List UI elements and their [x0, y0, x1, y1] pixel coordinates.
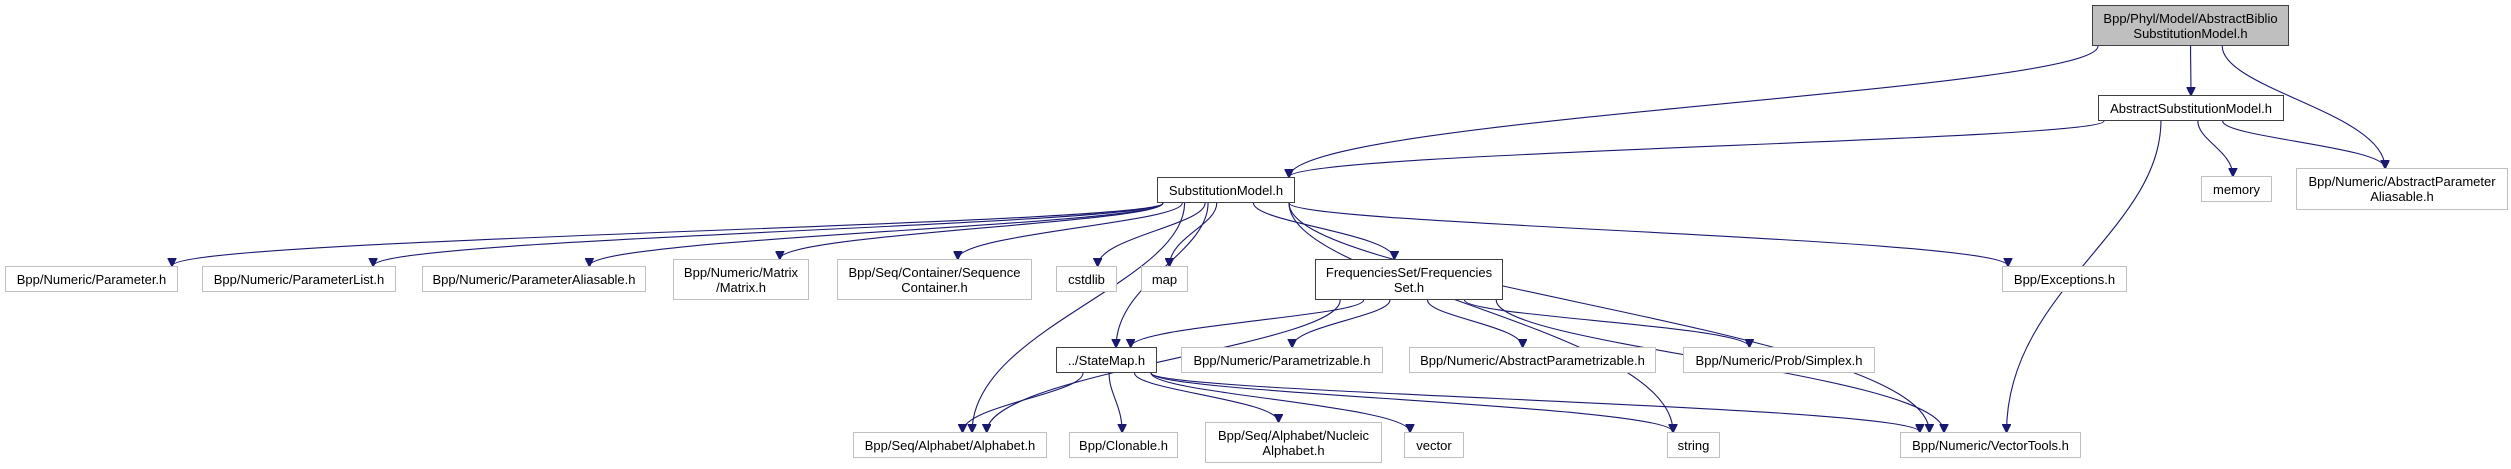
node-map[interactable]: map	[1141, 266, 1188, 292]
node-label-line: Bpp/Exceptions.h	[2013, 271, 2116, 287]
node-label-line: Alphabet.h	[1262, 442, 1325, 458]
node-matrix[interactable]: Bpp/Numeric/Matrix/Matrix.h	[673, 259, 809, 300]
node-label-line: Bpp/Numeric/Parameter.h	[16, 271, 167, 287]
edge-freq-set-to-alphabet	[987, 299, 1341, 432]
node-label-line: Bpp/Seq/Alphabet/Alphabet.h	[864, 437, 1036, 453]
edge-state-map-to-vector-tools	[1150, 372, 1920, 432]
edge-freq-set-to-abs-parametrizable	[1426, 299, 1523, 347]
node-alphabet[interactable]: Bpp/Seq/Alphabet/Alphabet.h	[853, 432, 1047, 458]
edge-subst-to-alphabet	[972, 202, 1186, 432]
node-vector-tools[interactable]: Bpp/Numeric/VectorTools.h	[1900, 432, 2081, 458]
edge-root-to-abs-param-alias	[2221, 45, 2385, 168]
edge-subst-to-vector-tools	[1288, 202, 1929, 432]
edge-freq-set-to-parametrizable	[1292, 299, 1391, 347]
edge-layer	[172, 45, 2385, 432]
edge-freq-set-to-state-map	[1131, 299, 1365, 347]
node-label-line: string	[1677, 437, 1710, 453]
edge-subst-to-param-list	[373, 202, 1164, 266]
edge-root-to-subst	[1289, 45, 2099, 177]
node-abstract-subst[interactable]: AbstractSubstitutionModel.h	[2098, 95, 2284, 121]
edge-state-map-to-vector	[1150, 372, 1410, 432]
node-simplex[interactable]: Bpp/Numeric/Prob/Simplex.h	[1683, 347, 1875, 373]
edge-subst-to-matrix	[780, 202, 1164, 259]
edge-state-map-to-clonable	[1108, 372, 1122, 432]
edge-subst-to-seq-container	[958, 202, 1183, 259]
node-subst[interactable]: SubstitutionModel.h	[1157, 177, 1295, 203]
node-label-line: Set.h	[1393, 279, 1425, 295]
node-label-line: Bpp/Numeric/AbstractParametrizable.h	[1420, 352, 1645, 368]
edge-freq-set-to-simplex	[1463, 299, 1750, 347]
node-state-map[interactable]: ../StateMap.h	[1056, 347, 1157, 373]
node-label-line: Bpp/Numeric/Parametrizable.h	[1193, 352, 1371, 368]
edge-subst-to-freq-set	[1252, 202, 1394, 259]
node-label-line: vector	[1416, 437, 1452, 453]
node-label-line: FrequenciesSet/Frequencies	[1325, 264, 1493, 280]
node-label-line: map	[1151, 271, 1178, 287]
edge-abstract-subst-to-subst	[1289, 120, 2105, 177]
node-label-line: Bpp/Clonable.h	[1079, 437, 1168, 453]
node-parameter[interactable]: Bpp/Numeric/Parameter.h	[5, 266, 178, 292]
edge-subst-to-parameter	[172, 202, 1164, 266]
node-clonable[interactable]: Bpp/Clonable.h	[1069, 432, 1178, 458]
node-parametrizable[interactable]: Bpp/Numeric/Parametrizable.h	[1181, 347, 1383, 373]
edge-state-map-to-nucleic	[1134, 372, 1279, 422]
node-param-alias[interactable]: Bpp/Numeric/ParameterAliasable.h	[422, 266, 646, 292]
edge-abstract-subst-to-vector-tools	[2007, 120, 2162, 432]
edge-abstract-subst-to-memory	[2197, 120, 2233, 176]
node-abs-parametrizable[interactable]: Bpp/Numeric/AbstractParametrizable.h	[1409, 347, 1656, 373]
edge-state-map-to-string	[1150, 372, 1673, 432]
node-label-line: Bpp/Numeric/AbstractParameter	[2308, 174, 2496, 189]
node-label-line: AbstractSubstitutionModel.h	[2110, 100, 2272, 116]
edge-state-map-to-alphabet	[963, 372, 1084, 432]
node-label-line: memory	[2213, 181, 2260, 197]
node-param-list[interactable]: Bpp/Numeric/ParameterList.h	[202, 266, 396, 292]
node-label-line: cstdlib	[1068, 271, 1105, 287]
edge-subst-to-cstdlib	[1098, 202, 1206, 266]
node-cstdlib[interactable]: cstdlib	[1056, 266, 1117, 292]
edge-subst-to-map	[1169, 202, 1218, 266]
node-label-line: Bpp/Seq/Alphabet/Nucleic	[1217, 427, 1370, 443]
edge-subst-to-string	[1288, 202, 1673, 432]
node-label-line: /Matrix.h	[716, 279, 766, 295]
node-label-line: Bpp/Phyl/Model/AbstractBiblio	[2103, 10, 2278, 26]
edge-subst-to-exceptions	[1288, 202, 2008, 266]
edge-abstract-subst-to-abs-param-alias	[2222, 120, 2385, 168]
node-exceptions[interactable]: Bpp/Exceptions.h	[2002, 266, 2127, 292]
node-label-line: Bpp/Numeric/VectorTools.h	[1912, 437, 2069, 453]
node-label-line: Bpp/Seq/Container/Sequence	[848, 264, 1021, 280]
node-vector[interactable]: vector	[1404, 432, 1464, 458]
node-string[interactable]: string	[1667, 432, 1720, 458]
node-label-line: Aliasable.h	[2370, 189, 2434, 204]
node-label-line: Container.h	[901, 279, 968, 295]
node-label-line: ../StateMap.h	[1067, 352, 1146, 368]
node-label-line: SubstitutionModel.h	[2133, 25, 2248, 41]
node-label-line: Bpp/Numeric/Prob/Simplex.h	[1695, 352, 1863, 368]
node-label-line: SubstitutionModel.h	[1168, 182, 1284, 198]
node-memory[interactable]: memory	[2201, 176, 2272, 202]
node-label-line: Bpp/Numeric/ParameterList.h	[213, 271, 385, 287]
edge-subst-to-param-alias	[589, 202, 1164, 266]
node-label-line: Bpp/Numeric/ParameterAliasable.h	[432, 271, 636, 287]
node-label-line: Bpp/Numeric/Matrix	[683, 264, 799, 280]
